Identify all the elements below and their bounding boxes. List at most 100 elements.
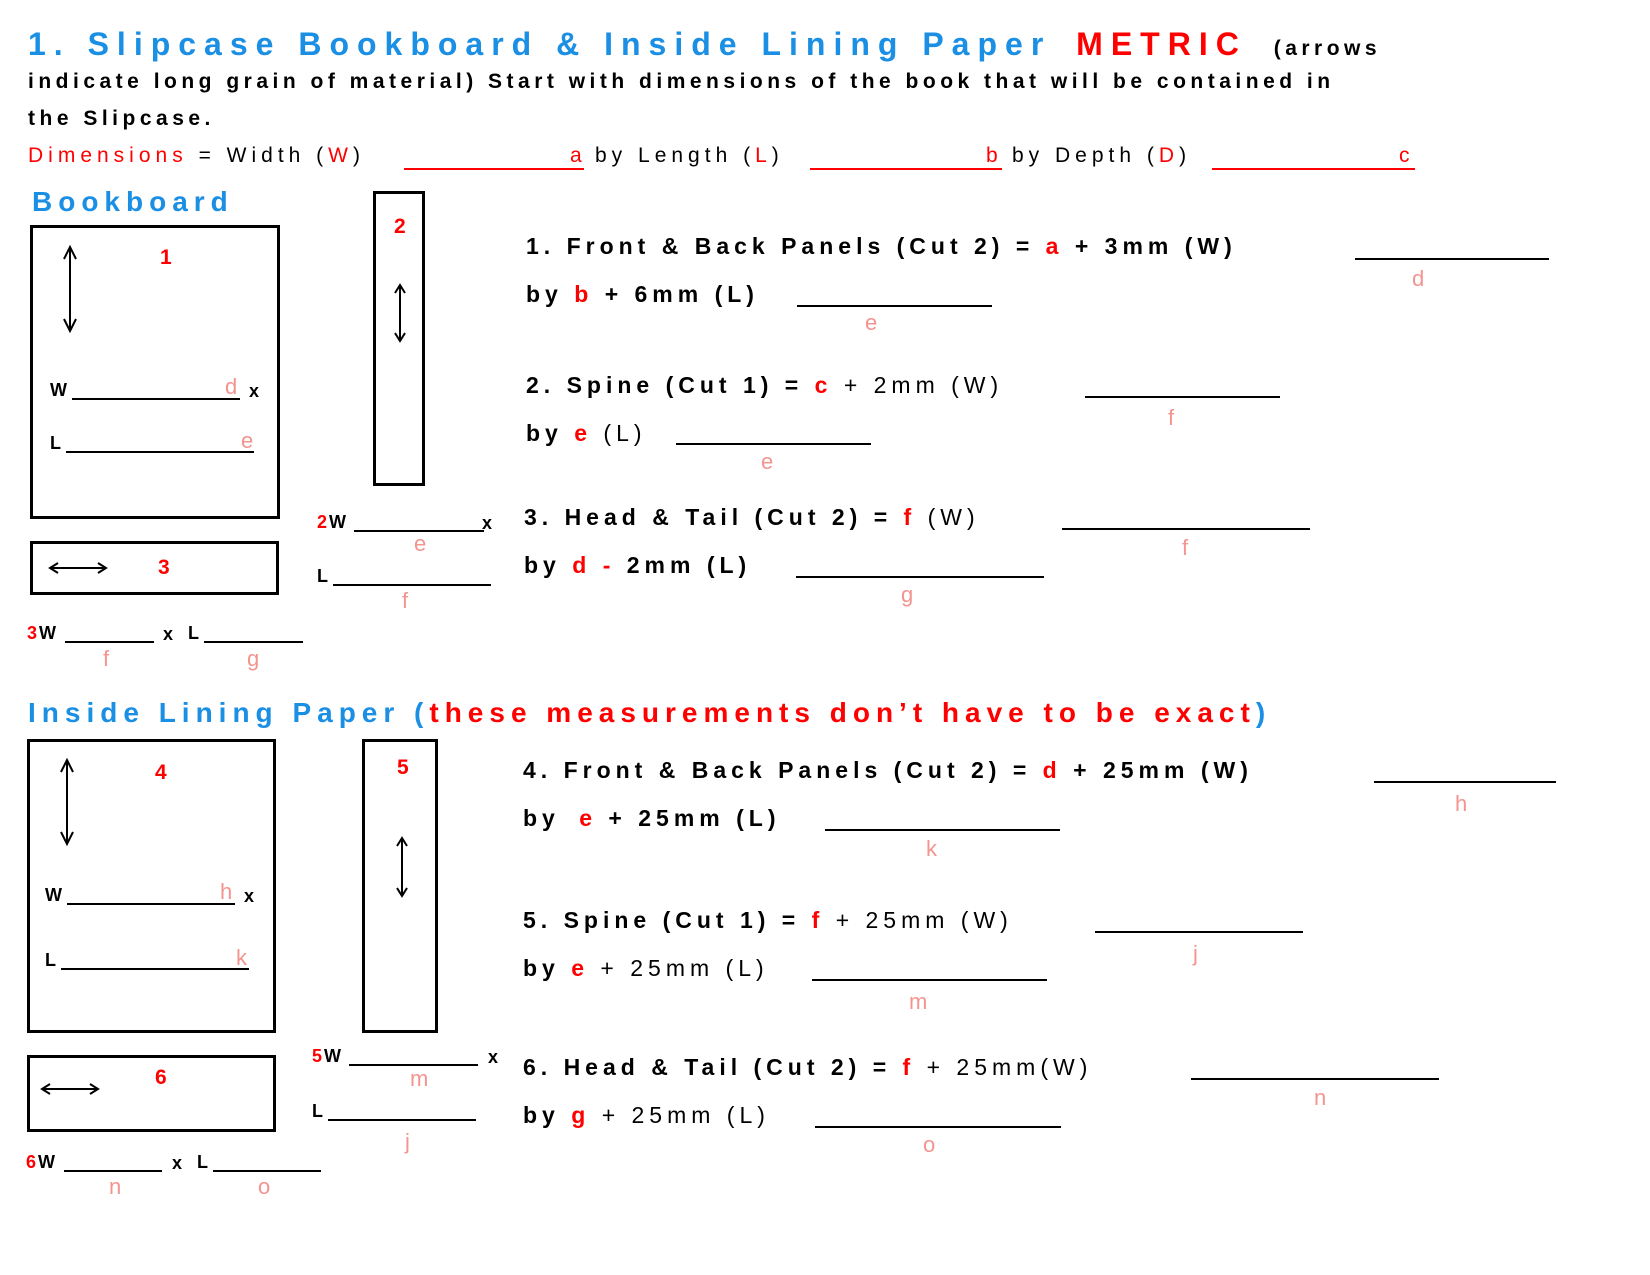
piece-1-diagram	[30, 225, 280, 519]
formula-4-line-2: by e + 25mm (L)	[523, 805, 781, 831]
piece-5-w-letter: m	[410, 1066, 429, 1091]
piece-6-diagram	[27, 1055, 276, 1132]
piece-5-x: x	[488, 1047, 499, 1067]
piece-3-l-letter: g	[247, 646, 260, 671]
formula-1-l-blank[interactable]	[797, 305, 992, 307]
formula-1-line-1: 1. Front & Back Panels (Cut 2) = a + 3mm…	[526, 233, 1237, 259]
formula-5-w-blank[interactable]	[1095, 931, 1303, 933]
piece-2-l-label: L	[317, 566, 328, 586]
grain-arrow-icon	[48, 562, 108, 574]
depth-blank[interactable]	[1212, 168, 1415, 170]
bookboard-heading: Bookboard	[32, 186, 234, 217]
formula-3-w-answer: f	[1182, 535, 1189, 560]
dim-b-label: b	[986, 144, 1003, 167]
dim-c-label: c	[1399, 144, 1414, 167]
piece-3-w-letter: f	[103, 646, 110, 671]
formula-5-l-answer: m	[909, 989, 928, 1014]
piece-6-x: x	[172, 1153, 183, 1173]
formula-3-l-blank[interactable]	[796, 576, 1044, 578]
formula-5-line-2: by e + 25mm (L)	[523, 955, 769, 981]
piece-1-w-letter: d	[225, 374, 238, 399]
piece-2-w-letter: e	[414, 531, 427, 556]
grain-arrow-icon	[60, 757, 74, 847]
formula-1-l-answer: e	[865, 310, 878, 335]
piece-1-x: x	[249, 381, 260, 401]
piece-1-w-label: W	[50, 380, 67, 400]
formula-1-w-blank[interactable]	[1355, 258, 1549, 260]
grain-arrow-icon	[396, 836, 408, 898]
piece-6-w-blank[interactable]	[64, 1170, 162, 1172]
piece-6-w-letter: n	[109, 1174, 122, 1199]
piece-6-number: 6	[155, 1066, 167, 1089]
piece-6-l-label: L	[197, 1152, 208, 1172]
lining-heading: Inside Lining Paper (these measurements …	[28, 697, 1272, 728]
grain-arrow-icon	[40, 1083, 100, 1095]
piece-2-l-blank[interactable]	[333, 584, 491, 586]
intro-line-1: (arrows	[1273, 37, 1382, 60]
dim-a-label: a	[570, 144, 587, 167]
title-main: 1. Slipcase Bookboard & Inside Lining Pa…	[28, 26, 1052, 62]
formula-6-line-1: 6. Head & Tail (Cut 2) = f + 25mm(W)	[523, 1054, 1093, 1080]
piece-4-diagram	[27, 739, 276, 1033]
piece-4-w-label: W	[45, 885, 62, 905]
formula-5-l-blank[interactable]	[812, 979, 1047, 981]
piece-1-l-blank[interactable]	[66, 451, 254, 453]
piece-5-l-label: L	[312, 1101, 323, 1121]
length-blank[interactable]	[810, 168, 1002, 170]
piece-4-l-letter: k	[236, 945, 247, 970]
intro-line-3: the Slipcase.	[28, 107, 215, 130]
width-blank[interactable]	[404, 168, 584, 170]
formula-6-w-blank[interactable]	[1191, 1078, 1439, 1080]
dimensions-label: Dimensions = Width (W)	[28, 144, 365, 167]
formula-5-w-answer: j	[1193, 941, 1198, 966]
formula-3-line-2: by d - 2mm (L)	[524, 552, 752, 578]
piece-2-x: x	[482, 513, 493, 533]
formula-2-line-2: by e (L)	[526, 420, 647, 446]
formula-4-w-answer: h	[1455, 791, 1468, 816]
piece-4-l-blank[interactable]	[61, 968, 249, 970]
piece-1-w-blank[interactable]	[72, 398, 240, 400]
piece-2-w-blank[interactable]	[354, 530, 484, 532]
piece-2-diagram	[373, 191, 425, 486]
formula-3-l-answer: g	[901, 582, 914, 607]
formula-2-line-1: 2. Spine (Cut 1) = c + 2mm (W)	[526, 372, 1004, 398]
piece-5-number: 5	[397, 756, 409, 779]
piece-3-l-blank[interactable]	[204, 641, 303, 643]
piece-5-w-blank[interactable]	[349, 1064, 478, 1066]
piece-3-w-blank[interactable]	[65, 641, 154, 643]
formula-5-line-1: 5. Spine (Cut 1) = f + 25mm (W)	[523, 907, 1013, 933]
dim-depth-label: by Depth (D)	[1012, 144, 1192, 167]
formula-3-line-1: 3. Head & Tail (Cut 2) = f (W)	[524, 504, 980, 530]
piece-1-l-letter: e	[241, 428, 254, 453]
formula-3-w-blank[interactable]	[1062, 528, 1310, 530]
piece-3-diagram	[30, 541, 279, 595]
formula-6-line-2: by g + 25mm (L)	[523, 1102, 770, 1128]
formula-6-l-answer: o	[923, 1132, 936, 1157]
piece-3-l-label: L	[188, 623, 199, 643]
piece-6-l-blank[interactable]	[213, 1170, 321, 1172]
formula-6-l-blank[interactable]	[815, 1126, 1061, 1128]
piece-3-x: x	[163, 624, 174, 644]
piece-5-l-blank[interactable]	[328, 1119, 476, 1121]
dim-length-label: by Length (L)	[595, 144, 784, 167]
grain-arrow-icon	[63, 244, 77, 334]
piece-4-w-blank[interactable]	[67, 903, 235, 905]
formula-4-w-blank[interactable]	[1374, 781, 1556, 783]
formula-4-line-1: 4. Front & Back Panels (Cut 2) = d + 25m…	[523, 757, 1253, 783]
formula-4-l-answer: k	[926, 836, 937, 861]
intro-line-2: indicate long grain of material) Start w…	[28, 70, 1335, 93]
formula-4-l-blank[interactable]	[825, 829, 1060, 831]
formula-2-w-blank[interactable]	[1085, 396, 1280, 398]
formula-2-l-blank[interactable]	[676, 443, 871, 445]
piece-6-l-letter: o	[258, 1174, 271, 1199]
formula-1-line-2: by b + 6mm (L)	[526, 281, 759, 307]
formula-2-w-answer: f	[1168, 405, 1175, 430]
formula-6-w-answer: n	[1314, 1085, 1327, 1110]
piece-1-number: 1	[160, 246, 172, 269]
piece-4-w-letter: h	[220, 879, 233, 904]
formula-2-l-answer: e	[761, 449, 774, 474]
